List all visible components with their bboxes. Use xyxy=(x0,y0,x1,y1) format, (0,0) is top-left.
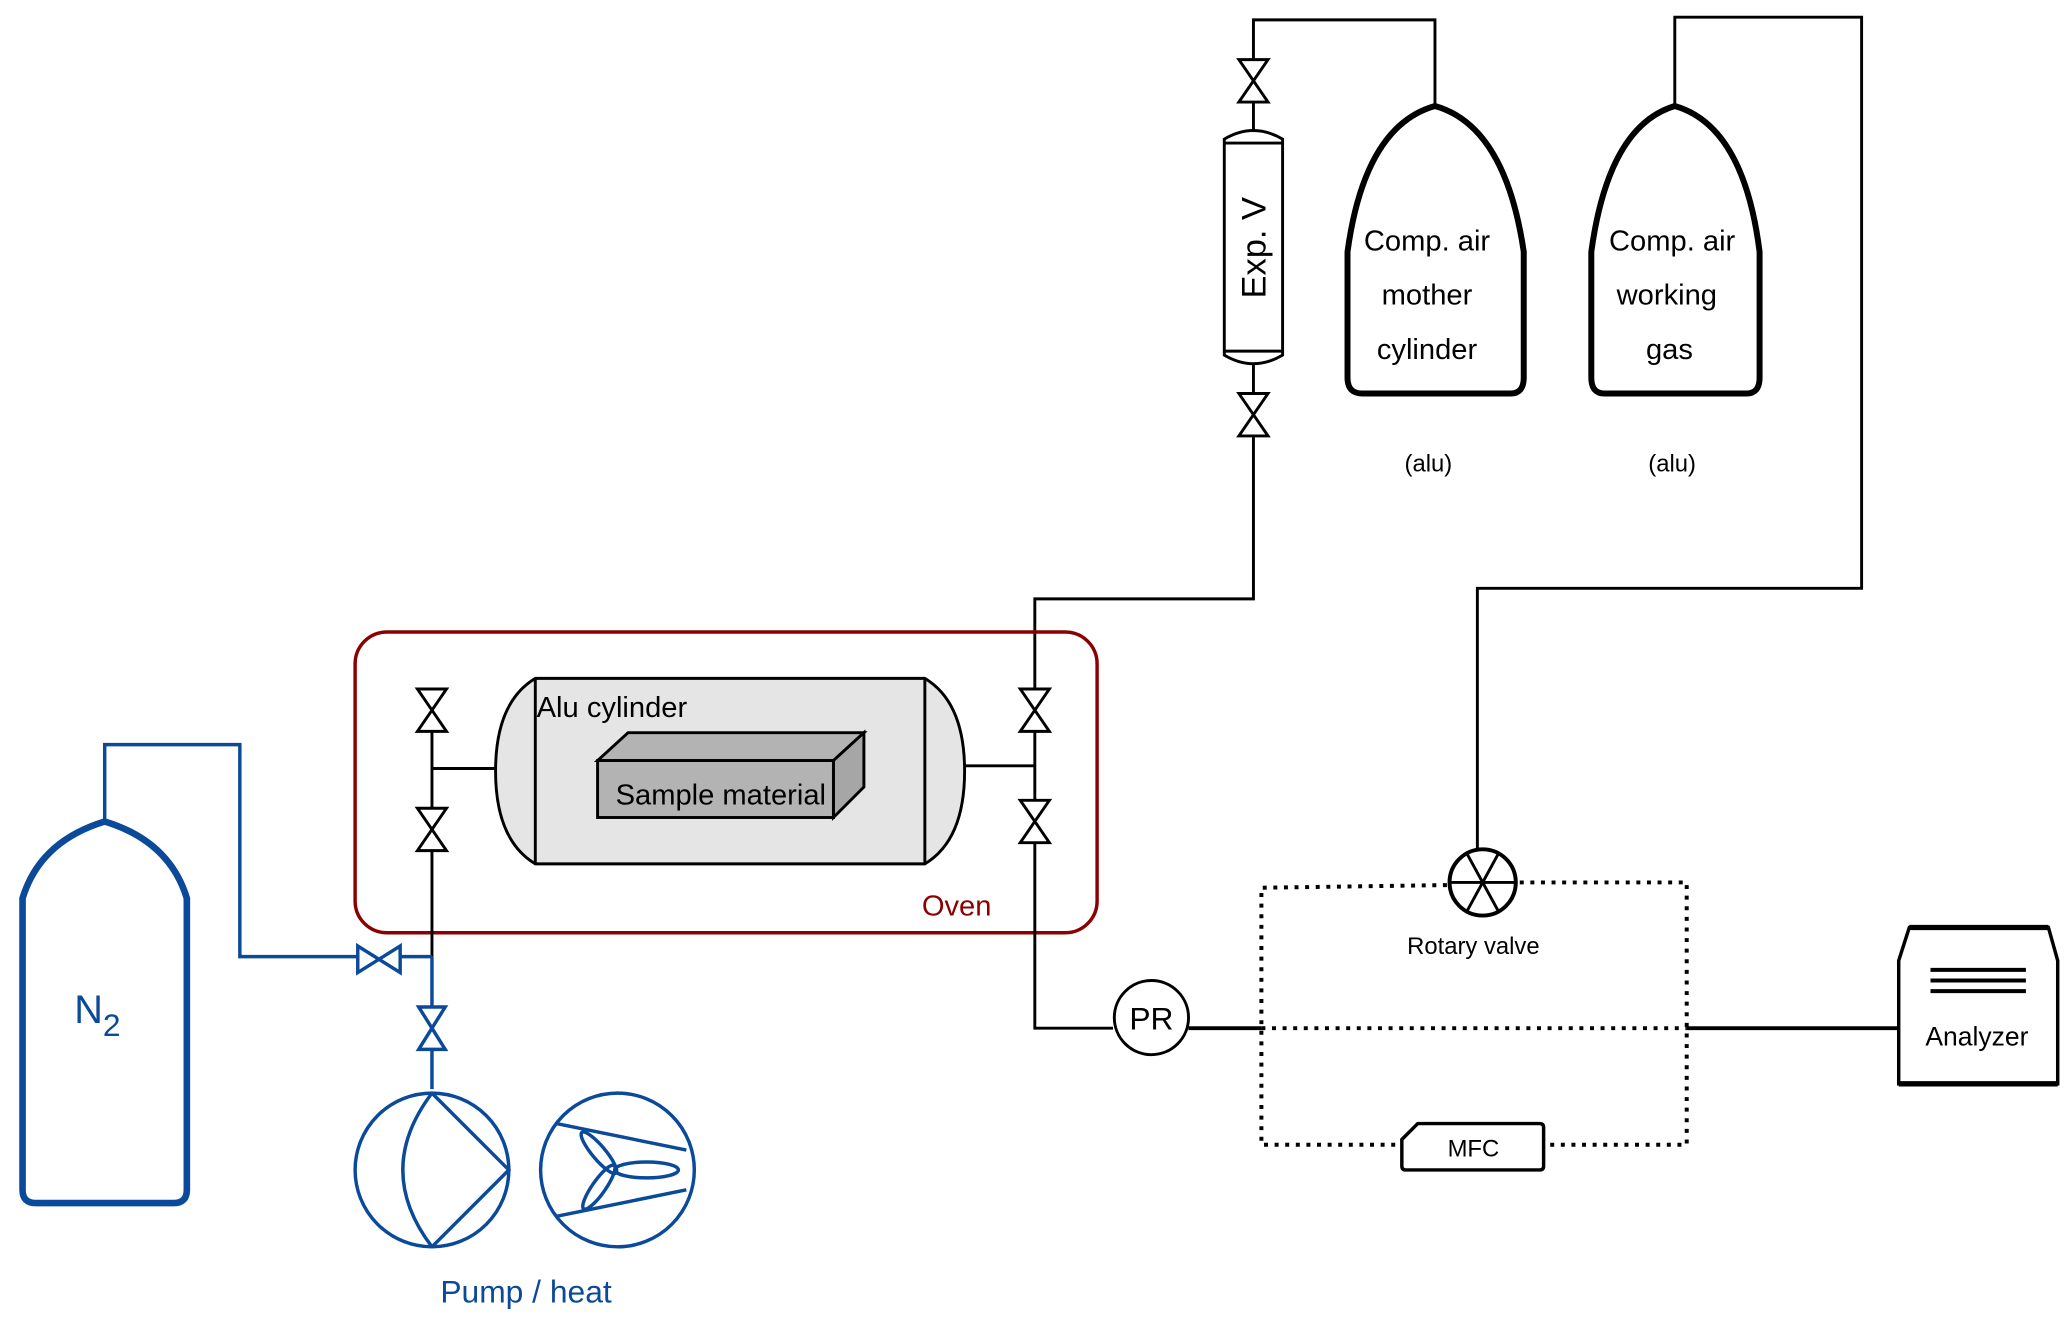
valve-n2-horizontal[interactable] xyxy=(356,942,402,976)
left-oven-piping xyxy=(430,728,496,957)
mother-cylinder: Comp. air mother cylinder (alu) xyxy=(1344,102,1527,478)
working-gas-cylinder: Comp. air working gas (alu) xyxy=(1588,102,1763,478)
dotted-loop xyxy=(1259,880,1689,1147)
vacuum-pump[interactable] xyxy=(353,1091,512,1249)
valve-oven-left-bottom[interactable] xyxy=(414,806,450,853)
oven: Oven xyxy=(353,630,1099,935)
working-gas-line-1: Comp. air xyxy=(1609,225,1736,257)
valve-exp-top[interactable] xyxy=(1236,58,1271,104)
n2-piping xyxy=(102,742,434,1090)
mother-cylinder-material: (alu) xyxy=(1405,451,1453,478)
working-gas-line-2: working xyxy=(1616,280,1717,312)
mother-cylinder-line-1: Comp. air xyxy=(1364,225,1491,257)
valve-oven-right-bottom[interactable] xyxy=(1017,798,1053,845)
right-oven-piping xyxy=(964,728,1113,1030)
exp-vessel-label: Exp. V xyxy=(1235,197,1273,298)
mfc-label: MFC xyxy=(1448,1136,1500,1163)
display-lines-icon xyxy=(1930,967,2026,994)
valve-oven-left-top[interactable] xyxy=(414,687,450,733)
mfc[interactable]: MFC xyxy=(1400,1121,1546,1172)
valve-exp-bottom[interactable] xyxy=(1236,392,1271,438)
working-gas-material: (alu) xyxy=(1648,451,1696,478)
rotary-valve[interactable]: Rotary valve xyxy=(1407,847,1540,960)
alu-cylinder-label: Alu cylinder xyxy=(537,692,688,724)
analyzer[interactable]: Analyzer xyxy=(1896,924,2060,1087)
n2-label: N2 xyxy=(74,988,120,1043)
n2-symbol: N xyxy=(74,988,103,1032)
sample-material: Sample material xyxy=(593,729,868,822)
pressure-regulator[interactable]: PR xyxy=(1112,979,1190,1057)
n2-subscript: 2 xyxy=(103,1007,121,1043)
fan-heater[interactable] xyxy=(538,1091,697,1249)
mother-cylinder-line-3: cylinder xyxy=(1377,334,1478,366)
pump-heat-label: Pump / heat xyxy=(440,1273,612,1309)
mother-cylinder-piping xyxy=(1033,18,1437,689)
n2-cylinder: N2 xyxy=(19,818,191,1207)
oven-label: Oven xyxy=(922,891,992,923)
valve-oven-right-top[interactable] xyxy=(1017,687,1053,733)
mother-cylinder-line-2: mother xyxy=(1382,280,1473,312)
expansion-vessel: Exp. V xyxy=(1222,129,1285,366)
analyzer-label: Analyzer xyxy=(1925,1021,2028,1051)
working-gas-line-3: gas xyxy=(1646,334,1693,366)
fan-icon xyxy=(579,1130,681,1211)
pressure-label: PR xyxy=(1129,1001,1173,1037)
sample-label: Sample material xyxy=(616,779,826,811)
valve-pump[interactable] xyxy=(415,1005,449,1052)
working-gas-piping xyxy=(1475,15,1864,851)
rotary-valve-label: Rotary valve xyxy=(1407,933,1539,960)
